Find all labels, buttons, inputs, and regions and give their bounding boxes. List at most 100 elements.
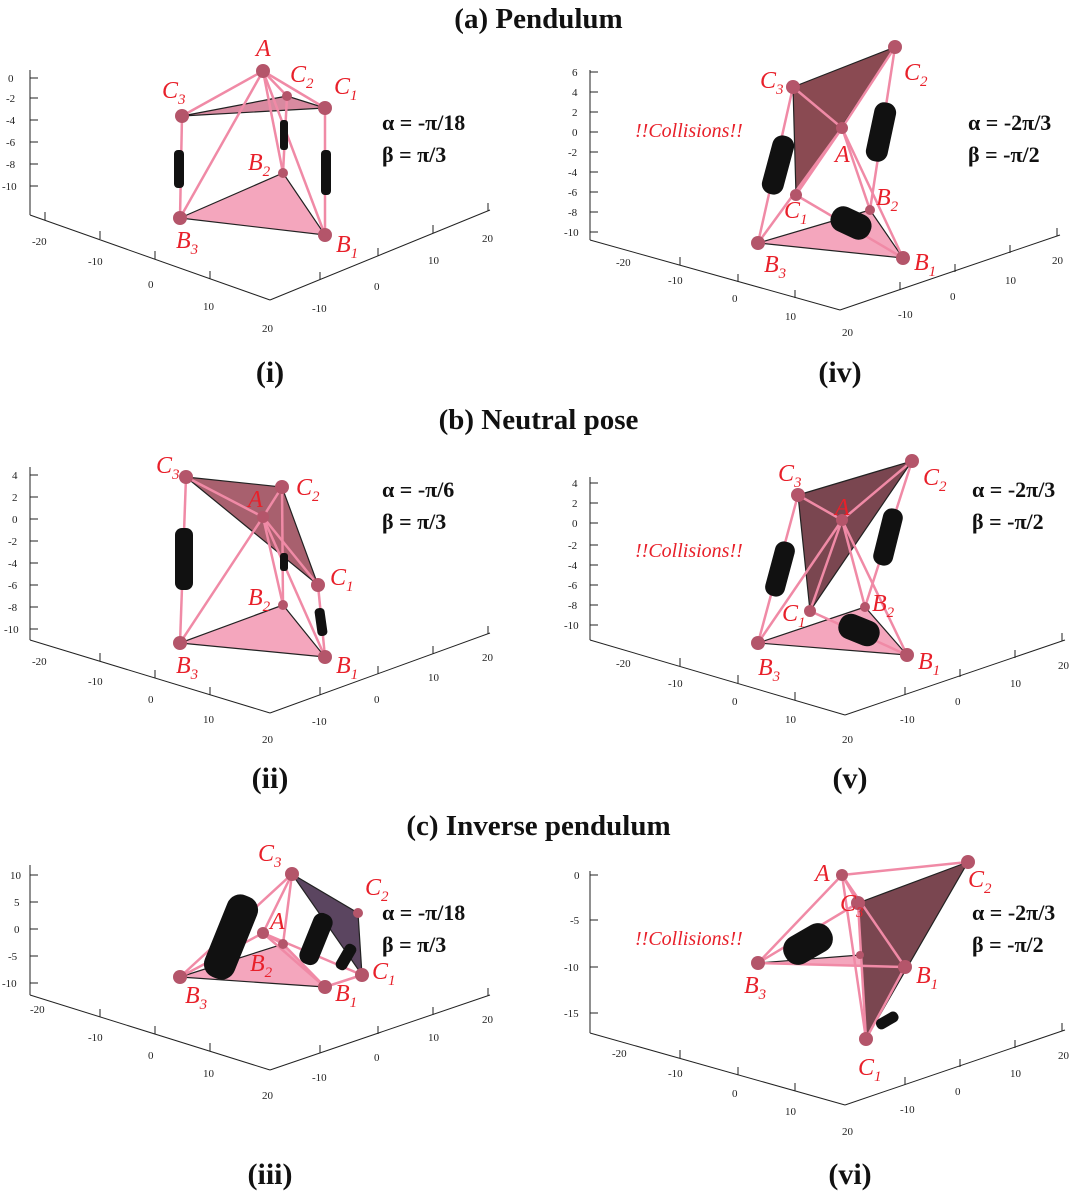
svg-text:-20: -20 (616, 257, 631, 269)
svg-text:20: 20 (482, 1014, 494, 1026)
svg-text:0: 0 (374, 281, 380, 293)
svg-text:4: 4 (572, 87, 578, 99)
svg-text:C3: C3 (840, 891, 864, 921)
svg-text:-6: -6 (568, 187, 578, 199)
cylinder-3-iii (203, 894, 259, 980)
svg-text:10: 10 (10, 870, 22, 882)
axes-ii (29, 467, 491, 714)
x-ticks-v: -20 -10 0 10 20 -10 0 10 20 (616, 658, 1070, 746)
cylinder-1-iii (335, 943, 357, 971)
x-ticks-vi: -20 -10 0 10 20 -10 0 10 20 (612, 1048, 1070, 1138)
svg-text:B3: B3 (764, 252, 786, 282)
svg-text:-15: -15 (564, 1008, 579, 1020)
beta-label-vi: β = -π/2 (972, 932, 1044, 957)
panel-label-i: (i) (255, 356, 285, 389)
svg-text:C1: C1 (330, 565, 354, 595)
svg-text:-5: -5 (8, 951, 18, 963)
svg-text:-10: -10 (2, 978, 17, 990)
section-title-pendulum: (a) Pendulum (454, 3, 623, 35)
svg-text:-2: -2 (568, 540, 577, 552)
cylinder-2-iv (865, 102, 897, 162)
beta-label-v: β = -π/2 (972, 509, 1044, 534)
z-ticks-i: 0 -2 -4 -6 -8 -10 (2, 73, 17, 193)
svg-text:0: 0 (955, 1086, 961, 1098)
cylinder-3-i (174, 150, 184, 188)
svg-text:-10: -10 (312, 303, 327, 315)
svg-text:C3: C3 (258, 841, 282, 871)
svg-text:B1: B1 (914, 250, 936, 280)
svg-text:0: 0 (572, 518, 578, 530)
diagram-panel-ii: 4 2 0 -2 -4 -6 -8 -10 -20 -10 0 10 20 -1… (0, 445, 540, 760)
svg-text:C2: C2 (290, 62, 314, 92)
diagram-panel-i: 0 -2 -4 -6 -8 -10 -20 -10 0 10 20 -10 0 … (0, 36, 540, 355)
svg-text:10: 10 (1010, 1068, 1022, 1080)
svg-text:-20: -20 (30, 1004, 45, 1016)
svg-text:B3: B3 (176, 653, 198, 683)
x-ticks-iii: -20 -10 0 10 20 -10 0 10 20 (30, 1004, 494, 1102)
node-labels-i: A C3 C2 C1 B2 B3 B1 (162, 36, 358, 262)
svg-text:20: 20 (262, 1090, 274, 1102)
svg-text:-8: -8 (568, 600, 578, 612)
svg-text:5: 5 (14, 897, 20, 909)
z-ticks-vi: 0 -5 -10 -15 (564, 870, 580, 1020)
cylinder-1-ii (314, 607, 328, 637)
svg-text:B3: B3 (744, 973, 766, 1003)
panel-label-iii: (iii) (247, 1158, 293, 1191)
joints-ii (173, 470, 332, 664)
svg-text:0: 0 (732, 696, 738, 708)
z-ticks-ii: 4 2 0 -2 -4 -6 -8 -10 (4, 470, 19, 636)
diagram-panel-iii: 10 5 0 -5 -10 -20 -10 0 10 20 -10 0 10 2… (0, 841, 540, 1160)
x-ticks-ii: -20 -10 0 10 20 -10 0 10 20 (32, 652, 494, 746)
svg-text:C1: C1 (782, 601, 806, 631)
z-ticks-v: 4 2 0 -2 -4 -6 -8 -10 (564, 478, 579, 632)
svg-text:0: 0 (732, 293, 738, 305)
svg-text:-10: -10 (88, 676, 103, 688)
svg-text:C1: C1 (334, 74, 358, 104)
diagram-panel-iv: 6 4 2 0 -2 -4 -6 -8 -10 -20 -10 0 10 20 … (560, 40, 1077, 355)
beta-label-iii: β = π/3 (382, 932, 446, 957)
svg-text:-4: -4 (8, 558, 18, 570)
svg-text:2: 2 (572, 498, 578, 510)
svg-text:-6: -6 (568, 580, 578, 592)
axes-v (589, 477, 1066, 716)
svg-text:10: 10 (203, 1068, 215, 1080)
axes-i (29, 70, 491, 301)
svg-text:A: A (268, 909, 285, 935)
svg-text:-4: -4 (6, 115, 16, 127)
svg-text:0: 0 (374, 694, 380, 706)
svg-text:0: 0 (374, 1052, 380, 1064)
svg-text:10: 10 (203, 301, 215, 313)
svg-text:C3: C3 (778, 461, 802, 491)
z-ticks-iii: 10 5 0 -5 -10 (2, 870, 22, 990)
svg-text:B1: B1 (335, 981, 357, 1011)
collisions-warning-vi: !!Collisions!! (635, 928, 743, 950)
alpha-label-iv: α = -2π/3 (968, 110, 1051, 135)
svg-text:C2: C2 (904, 60, 928, 90)
panel-label-vi: (vi) (828, 1158, 872, 1191)
svg-text:-5: -5 (570, 915, 580, 927)
svg-text:20: 20 (1058, 1050, 1070, 1062)
svg-text:A: A (833, 142, 850, 168)
cylinder-1-vi (875, 1011, 899, 1030)
beta-label-i: β = π/3 (382, 142, 446, 167)
svg-text:20: 20 (482, 652, 494, 664)
z-ticks-iv: 6 4 2 0 -2 -4 -6 -8 -10 (564, 67, 579, 239)
svg-text:0: 0 (955, 696, 961, 708)
svg-text:0: 0 (12, 514, 18, 526)
svg-text:-10: -10 (564, 620, 579, 632)
svg-text:A: A (254, 36, 271, 62)
svg-text:-20: -20 (612, 1048, 627, 1060)
svg-text:0: 0 (574, 870, 580, 882)
svg-text:B3: B3 (185, 983, 207, 1013)
svg-text:C1: C1 (372, 959, 396, 989)
alpha-label-ii: α = -π/6 (382, 477, 454, 502)
svg-text:0: 0 (148, 279, 154, 291)
svg-text:C2: C2 (968, 867, 992, 897)
svg-text:B2: B2 (248, 585, 271, 615)
svg-text:-10: -10 (88, 1032, 103, 1044)
cylinder-3-ii (175, 528, 193, 590)
diagram-panel-v: 4 2 0 -2 -4 -6 -8 -10 -20 -10 0 10 20 -1… (560, 445, 1077, 760)
top-triangle-vi (857, 860, 970, 1042)
svg-text:0: 0 (14, 924, 20, 936)
x-ticks-iv: -20 -10 0 10 20 -10 0 10 20 (616, 255, 1064, 339)
